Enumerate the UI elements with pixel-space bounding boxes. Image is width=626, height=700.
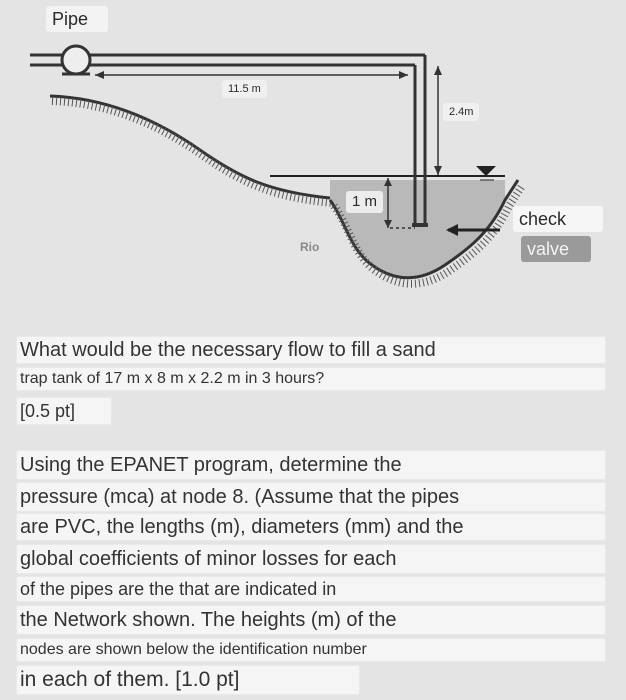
- question2-line7: nodes are shown below the identification…: [16, 638, 606, 662]
- question1-line1: What would be the necessary flow to fill…: [16, 336, 606, 364]
- hillside-line: [49, 94, 346, 207]
- riverbed-line: [328, 179, 520, 280]
- length-arrow-right: [399, 71, 408, 79]
- valve-label: valve: [521, 236, 591, 262]
- check-label: check: [513, 206, 603, 232]
- depth-arrow-top: [384, 178, 392, 186]
- pipe-label: Pipe: [46, 6, 108, 32]
- question2-line5: of the pipes are the that are indicated …: [16, 576, 606, 602]
- length-label: 11.5 m: [222, 80, 267, 98]
- check-valve-arrowhead: [446, 224, 458, 236]
- pump-icon: [60, 44, 92, 76]
- height-arrow-bottom: [434, 166, 442, 175]
- question1-points: [0.5 pt]: [16, 397, 112, 425]
- riverbed-hatching: [330, 183, 526, 288]
- question2-line2: pressure (mca) at node 8. (Assume that t…: [16, 482, 606, 512]
- depth-arrow-bottom: [384, 220, 392, 228]
- height-arrow-top: [434, 66, 442, 75]
- pump-diagram-drawing: [30, 44, 526, 288]
- water-level-marker: [476, 166, 496, 176]
- question2-line8: in each of them. [1.0 pt]: [16, 665, 360, 695]
- question2-line4: global coefficients of minor losses for …: [16, 544, 606, 574]
- height-label: 2.4m: [443, 103, 480, 121]
- question2-line6: the Network shown. The heights (m) of th…: [16, 605, 606, 635]
- river-label: Rio: [300, 240, 320, 254]
- depth-label: 1 m: [346, 191, 384, 213]
- pump-diagram: Pipe 11.5 m 2.4m 1 m Rio check valve: [0, 0, 626, 330]
- question2-line3: are PVC, the lengths (m), diameters (mm)…: [16, 513, 606, 541]
- question2-line1: Using the EPANET program, determine the: [16, 450, 606, 480]
- length-arrow-left: [95, 71, 104, 79]
- question1-line2: trap tank of 17 m x 8 m x 2.2 m in 3 hou…: [16, 367, 606, 391]
